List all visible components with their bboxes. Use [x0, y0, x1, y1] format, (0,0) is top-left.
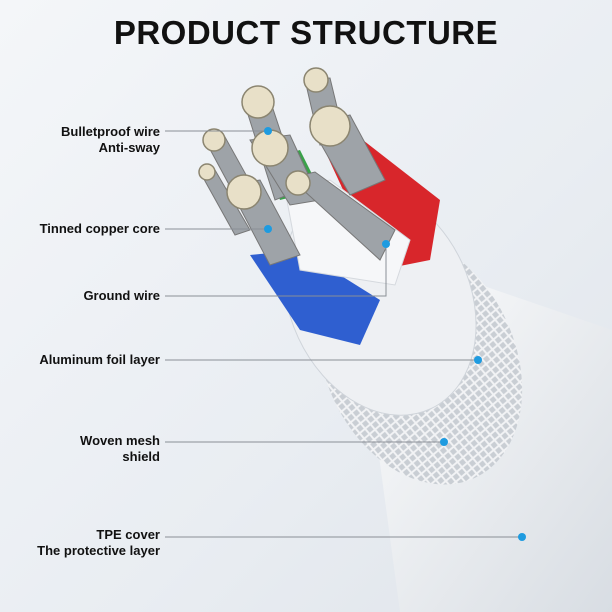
- label-aluminum-foil: Aluminum foil layer: [39, 352, 160, 368]
- label-line: Ground wire: [83, 288, 160, 303]
- label-line: Tinned copper core: [39, 221, 160, 236]
- label-line: Aluminum foil layer: [39, 352, 160, 367]
- marker-dot: [264, 127, 272, 135]
- label-line: shield: [122, 449, 160, 464]
- marker-dot: [440, 438, 448, 446]
- marker-dot: [382, 240, 390, 248]
- page-title: PRODUCT STRUCTURE: [113, 14, 499, 51]
- label-line: TPE cover: [96, 527, 160, 542]
- label-tpe-cover: TPE cover The protective layer: [37, 527, 160, 559]
- marker-dot: [518, 533, 526, 541]
- label-ground-wire: Ground wire: [83, 288, 160, 304]
- label-line: The protective layer: [37, 543, 160, 558]
- label-tinned-copper-core: Tinned copper core: [40, 221, 160, 237]
- label-line: Anti-sway: [98, 140, 160, 155]
- marker-dot: [474, 356, 482, 364]
- leader-lines: [165, 130, 522, 538]
- label-woven-mesh: Woven mesh shield: [80, 433, 160, 465]
- strand-ends: [198, 67, 351, 210]
- marker-dot: [264, 225, 272, 233]
- label-bulletproof-wire: Bulletproof wire Anti-sway: [61, 124, 160, 156]
- label-line: Bulletproof wire: [61, 124, 160, 139]
- blue-wire: [250, 250, 380, 345]
- label-line: Woven mesh: [80, 433, 160, 448]
